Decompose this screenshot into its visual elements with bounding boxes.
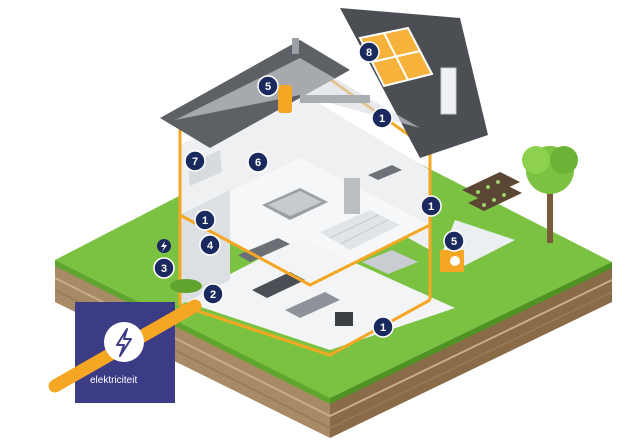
tree-trunk <box>547 185 553 243</box>
marker-circle <box>153 257 175 279</box>
marker-attic-wiring: 1 <box>371 107 393 129</box>
marker-bedroom-device: 7 <box>184 150 206 172</box>
marker-circle <box>184 150 206 172</box>
hedge <box>170 279 202 293</box>
sofa <box>252 272 305 298</box>
outdoor-box-dial <box>450 256 460 266</box>
markers: 8 5 1 7 6 1 1 4 3 5 2 1 <box>153 41 465 338</box>
tree-crown <box>522 146 550 174</box>
legend: elektriciteit <box>48 299 202 403</box>
grass-edge-right <box>330 262 612 404</box>
marker-number: 3 <box>161 263 167 275</box>
attic-tank <box>278 85 292 113</box>
marker-ground-floor-wiring: 1 <box>372 316 394 338</box>
wardrobe <box>344 178 360 214</box>
marker-ground-floor-outlet: 2 <box>202 283 224 305</box>
marker-circle <box>247 151 269 173</box>
marker-solar-panels: 8 <box>358 41 380 63</box>
solar-grid <box>371 50 421 63</box>
marker-side-wall-wiring: 1 <box>420 195 442 217</box>
marker-number: 6 <box>255 157 261 169</box>
bed-sheet <box>268 191 322 216</box>
marker-number: 5 <box>265 81 271 93</box>
floor-upper <box>180 158 430 285</box>
marker-circle <box>194 209 216 231</box>
solar-panels <box>358 26 434 88</box>
grass-edge-left <box>55 260 330 404</box>
wire-floor <box>179 213 431 287</box>
vent-pipe <box>440 67 457 115</box>
outdoor-unit-box <box>440 250 464 272</box>
marker-attic-unit: 5 <box>257 75 279 97</box>
marker-bedroom-ceiling: 6 <box>247 151 269 173</box>
garden-beds <box>462 172 522 211</box>
marker-circle <box>443 230 465 252</box>
marker-first-floor-wiring: 1 <box>194 209 216 231</box>
tree <box>522 146 578 243</box>
plant-dot <box>502 193 506 197</box>
dining-table <box>362 250 418 274</box>
marker-circle <box>371 107 393 129</box>
marker-number: 2 <box>210 289 216 301</box>
marker-circle <box>257 75 279 97</box>
legend-icon-circle <box>104 322 144 362</box>
chimney <box>292 38 299 54</box>
tv <box>335 312 353 326</box>
marker-outdoor-unit: 5 <box>443 230 465 252</box>
hedge-bush <box>170 279 202 293</box>
lightning-bolt-glyph <box>161 241 167 252</box>
plant-dot <box>496 180 500 184</box>
sofa-2 <box>285 292 340 318</box>
marker-circle <box>199 234 221 256</box>
kitchen-counter <box>238 238 290 262</box>
marker-number: 1 <box>428 201 434 213</box>
stair-step <box>329 214 379 239</box>
lightning-bolt-icon <box>116 328 132 357</box>
marker-circle <box>372 316 394 338</box>
marker-number: 1 <box>379 113 385 125</box>
marker-number: 8 <box>366 47 372 59</box>
marker-number: 1 <box>380 322 386 334</box>
legend-label: elektriciteit <box>90 375 137 386</box>
plant-dot <box>482 203 486 207</box>
marker-circle <box>420 195 442 217</box>
wire-bottom <box>179 298 431 357</box>
plant-dot <box>476 190 480 194</box>
marker-circle <box>202 283 224 305</box>
marker-number: 7 <box>192 156 198 168</box>
roof-underside <box>175 58 420 128</box>
desk <box>368 165 402 180</box>
plant-dot <box>486 185 490 189</box>
garden-bed <box>468 185 522 211</box>
marker-meter-cabinet: 3 <box>153 257 175 279</box>
marker-number: 5 <box>451 236 457 248</box>
attic-duct <box>300 95 370 103</box>
marker-number: 1 <box>202 215 208 227</box>
marker-number: 4 <box>207 240 214 252</box>
marker-circle <box>358 41 380 63</box>
stair-step <box>339 219 389 245</box>
furniture <box>188 150 418 326</box>
plant-dot <box>492 198 496 202</box>
bathroom-unit <box>188 150 222 186</box>
stairs <box>320 210 400 250</box>
marker-wall-outlet: 4 <box>199 234 221 256</box>
tree-crown <box>550 146 578 174</box>
meter-icon-group <box>157 239 171 253</box>
